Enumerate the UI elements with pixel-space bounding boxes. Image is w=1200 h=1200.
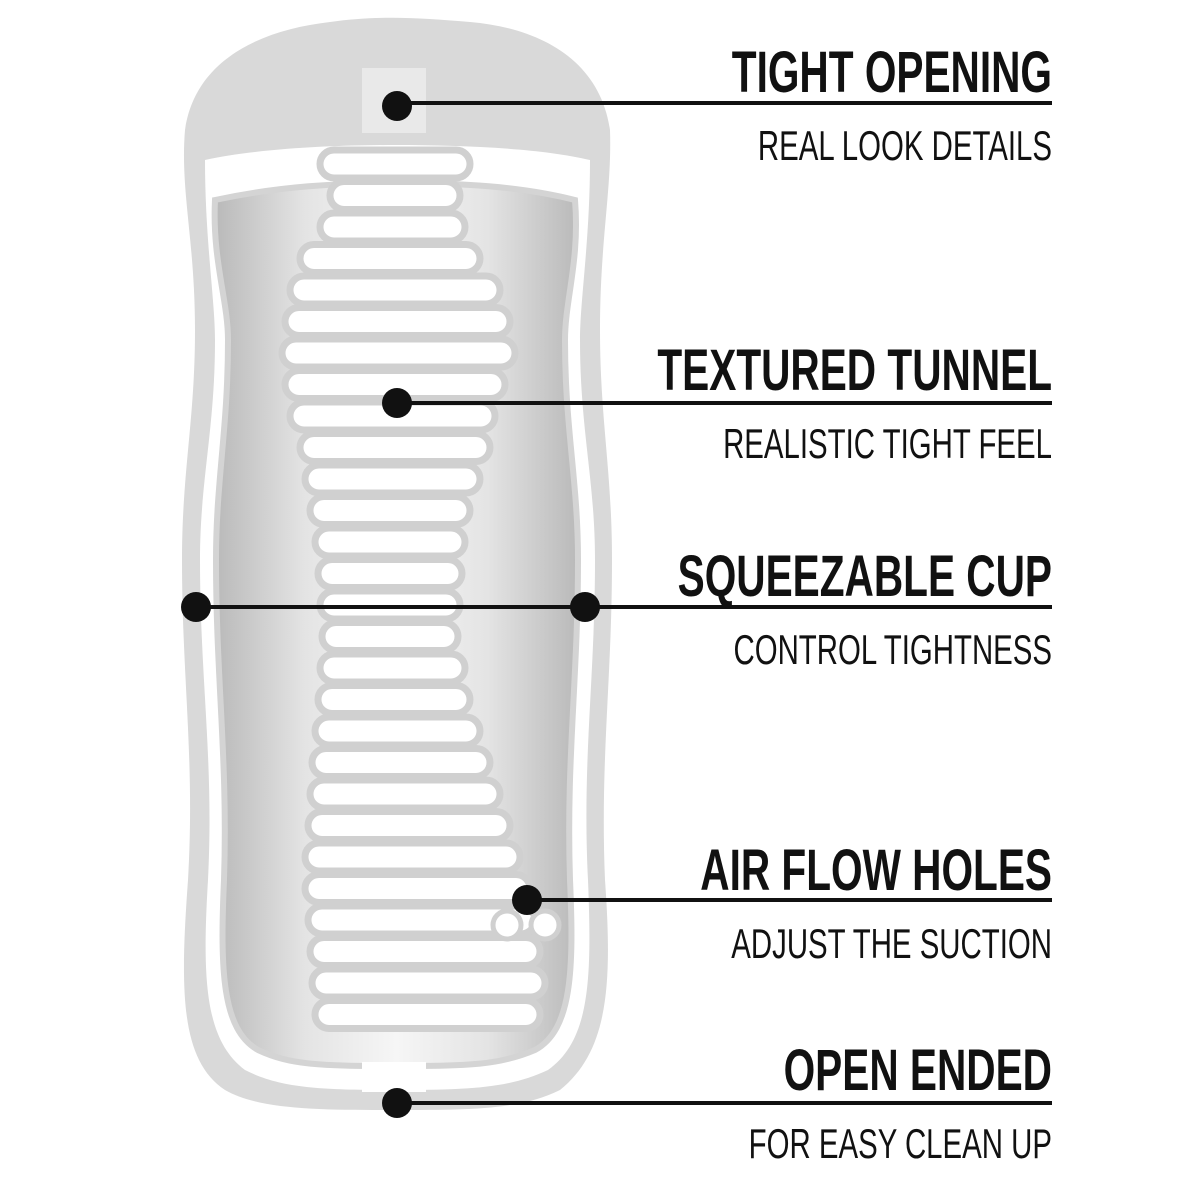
tunnel-rib xyxy=(301,871,534,906)
tunnel-rib xyxy=(304,808,514,843)
tunnel-rib xyxy=(278,335,519,371)
callout-dot xyxy=(382,388,412,418)
callout-subtitle: REAL LOOK DETAILS xyxy=(758,122,1052,170)
tunnel-rib xyxy=(301,461,484,497)
tunnel-rib xyxy=(308,745,494,780)
air-hole xyxy=(528,908,562,942)
air-hole xyxy=(490,908,524,942)
callout-subtitle: REALISTIC TIGHT FEEL xyxy=(723,420,1052,468)
callout-title: SQUEEZABLE CUP xyxy=(678,544,1052,609)
tunnel-rib xyxy=(311,997,544,1032)
tunnel-rib xyxy=(306,776,504,812)
tunnel-rib xyxy=(296,241,484,276)
callout-title: TIGHT OPENING xyxy=(732,40,1052,105)
callout-dot xyxy=(512,885,542,915)
tunnel-rib xyxy=(316,146,474,182)
tunnel-rib xyxy=(306,934,544,969)
tunnel-rib xyxy=(301,839,524,875)
callout-subtitle: FOR EASY CLEAN UP xyxy=(749,1120,1052,1168)
tunnel-rib xyxy=(311,713,484,749)
callout-title: TEXTURED TUNNEL xyxy=(657,338,1052,403)
tunnel-rib xyxy=(296,430,494,465)
tunnel-rib xyxy=(326,178,464,213)
callout-subtitle: CONTROL TIGHTNESS xyxy=(733,626,1052,674)
callout-title: OPEN ENDED xyxy=(784,1038,1052,1103)
callout-dot xyxy=(382,1088,412,1118)
tunnel-rib xyxy=(318,619,462,654)
tunnel-rib xyxy=(316,650,469,686)
tunnel-rib xyxy=(316,209,469,245)
tunnel-rib xyxy=(311,524,469,560)
tunnel-rib xyxy=(314,556,466,591)
tunnel-rib xyxy=(281,304,514,339)
tunnel-ribs xyxy=(278,146,549,1032)
tunnel-rib xyxy=(308,965,549,1001)
tunnel-rib xyxy=(286,272,504,308)
tunnel-rib xyxy=(306,493,474,528)
bottom-slot xyxy=(362,1062,426,1092)
tunnel-rib xyxy=(314,682,474,717)
callout-dot xyxy=(570,592,600,622)
callout-dot xyxy=(181,592,211,622)
callout-subtitle: ADJUST THE SUCTION xyxy=(731,920,1052,968)
callout-title: AIR FLOW HOLES xyxy=(700,838,1052,903)
callout-dot xyxy=(382,91,412,121)
